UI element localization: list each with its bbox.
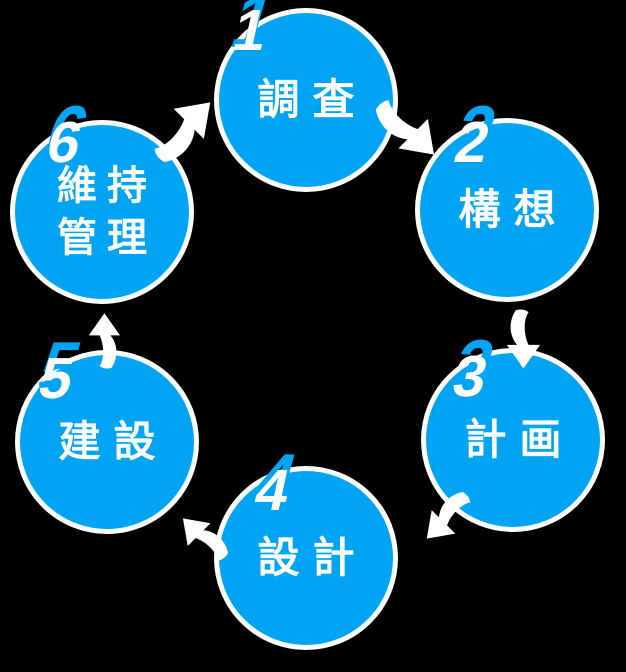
step-label-5: 建設 xyxy=(58,417,169,465)
step-number-1: 1 1 xyxy=(223,0,284,64)
step-label-6: 維持 管理 xyxy=(47,160,157,264)
step-circle-2: 構想 xyxy=(415,118,599,302)
arrow-1-to-2-icon xyxy=(375,100,435,155)
arrow-3-to-4-icon xyxy=(426,492,471,539)
step-number-2: 2 2 xyxy=(444,90,506,176)
step-circle-4: 設計 xyxy=(214,466,398,650)
arrow-6-to-1-icon xyxy=(154,102,211,163)
step-label-4: 設計 xyxy=(257,533,368,581)
step-number-5: 5 5 xyxy=(28,326,90,412)
step-number-3: 3 3 xyxy=(442,324,504,410)
arrow-2-to-3-icon xyxy=(506,309,541,369)
step-label-6-line-2: 管理 xyxy=(57,216,157,260)
step-label-2: 構想 xyxy=(458,185,569,233)
step-circle-5: 建設 xyxy=(15,350,199,534)
step-number-4: 4 4 xyxy=(244,438,306,524)
step-circle-1: 調査 xyxy=(214,8,398,192)
step-label-1: 調査 xyxy=(257,75,368,123)
step-label-3: 計画 xyxy=(464,415,575,463)
step-circle-6: 維持 管理 xyxy=(10,120,194,304)
arrow-4-to-5-icon xyxy=(182,518,229,561)
arrow-5-to-6-icon xyxy=(88,313,120,369)
step-number-6: 6 6 xyxy=(36,90,98,176)
step-label-6-line-1: 維持 xyxy=(57,164,157,208)
